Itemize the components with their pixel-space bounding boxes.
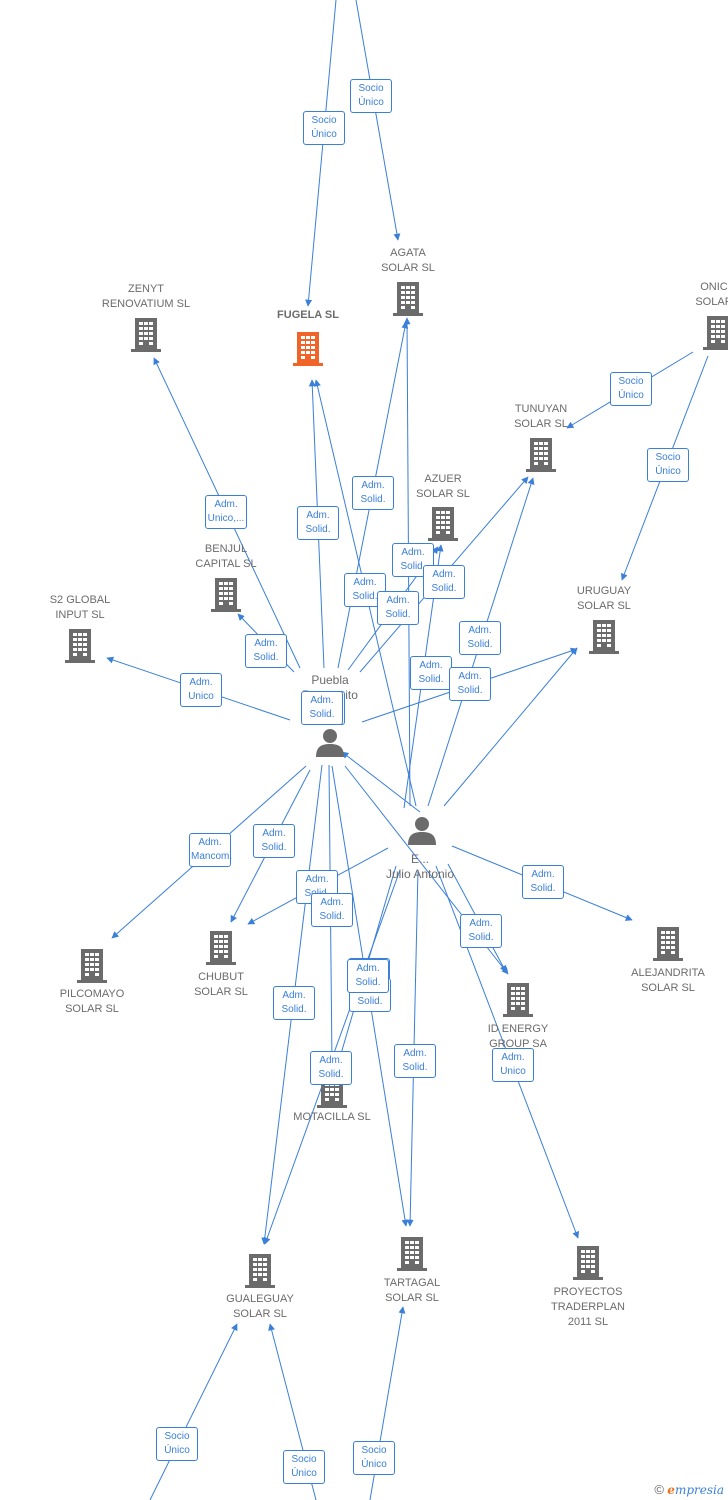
node-label-benjul[interactable]: BENJUL CAPITAL SL [195,543,257,570]
edge-label-puebla-to-s2global: Adm. Unico [180,673,222,707]
edge-label-puebla-to-fugela: Adm. Solid. [297,506,339,540]
node-label-fugela[interactable]: FUGELA SL [277,309,339,321]
building-icon-chubut[interactable] [206,931,236,965]
edge-botA-to-gualeguay [149,1323,238,1500]
node-label-motacilla[interactable]: MOTACILLA SL [293,1111,371,1123]
edge-label-julio-to-agata: Adm. Solid. [377,591,419,625]
node-label-proyectos[interactable]: PROYECTOS TRADERPLAN 2011 SL [551,1286,625,1328]
node-label-s2global[interactable]: S2 GLOBAL INPUT SL [49,594,111,621]
edge-julio-to-puebla [341,751,421,813]
node-label-alejandrita[interactable]: ALEJANDRITA SOLAR SL [631,967,705,994]
empresia-logo[interactable]: empresia [667,1483,724,1497]
edges-layer [106,0,709,1500]
edge-label-julio-to-tartagal: Adm. Solid. [394,1044,436,1078]
edge-topB-to-agata [355,0,401,241]
building-icon-uruguay[interactable] [589,620,619,654]
edge-label-julio-to-gualeguay: Adm. Solid. [311,893,353,927]
building-icon-benjul[interactable] [211,578,241,612]
edge-label-puebla-to-chubut: Adm. Solid. [253,824,295,858]
copyright-symbol: © [654,1482,664,1497]
node-label-azuer[interactable]: AZUER SOLAR SL [416,473,470,500]
nodes-layer [65,282,728,1288]
edge-julio-to-uruguay [443,647,578,807]
edge-label-julio-to-alejandrita: Adm. Solid. [522,865,564,899]
building-icon-tartagal[interactable] [397,1237,427,1271]
edge-label-botA-to-gualeguay: Socio Único [156,1427,198,1461]
edge-label-puebla-to-agata: Adm. Solid. [352,476,394,510]
building-icon-azuer[interactable] [428,507,458,541]
building-icon-onic[interactable] [703,316,728,350]
edge-label-julio-to-idenergy: Adm. Solid. [460,914,502,948]
edge-label-botC-to-tartagal: Socio Único [353,1441,395,1475]
edge-label-puebla-to-pilcomayo: Adm. Mancom. [189,833,232,867]
building-icon-alejandrita[interactable] [653,927,683,961]
edge-label-topA-to-fugela: Socio Único [303,111,345,145]
edge-label-julio-to-fugela: Adm. Solid. [410,656,452,690]
edge-label-puebla-to-motacilla: Adm. Solid. [310,1051,352,1085]
node-label-chubut[interactable]: CHUBUT SOLAR SL [194,971,248,998]
node-label-gualeguay[interactable]: GUALEGUAY SOLAR SL [226,1293,294,1320]
edge-label-puebla-to-zenyt: Adm. Unico,... [205,495,247,529]
edge-label-julio-to-uruguay: Adm. Solid. [449,667,491,701]
edge-label-puebla-to-tartagal: Adm. Solid. [347,959,389,993]
building-icon-s2global[interactable] [65,629,95,663]
node-label-tartagal[interactable]: TARTAGAL SOLAR SL [383,1277,441,1304]
edge-topA-to-fugela [305,0,337,307]
edge-label-puebla-to-gualeguay: Adm. Solid. [273,986,315,1020]
building-icon-gualeguay[interactable] [245,1254,275,1288]
edge-label-julio-to-proyectos: Adm. Unico [492,1048,534,1082]
building-icon-tunuyan[interactable] [526,438,556,472]
node-label-tunuyan[interactable]: TUNUYAN SOLAR SL [514,403,568,430]
node-label-pilcomayo[interactable]: PILCOMAYO SOLAR SL [59,988,125,1015]
building-icon-zenyt[interactable] [131,318,161,352]
building-icon-agata[interactable] [393,282,423,316]
node-label-agata[interactable]: AGATA SOLAR SL [381,247,435,274]
person-icon-puebla[interactable] [316,729,344,757]
node-label-zenyt[interactable]: ZENYT RENOVATIUM SL [101,283,191,310]
building-icon-idenergy[interactable] [503,983,533,1017]
edge-label-onic-to-uruguay: Socio Único [647,448,689,482]
edge-label-puebla-to-tunuyan: Adm. Solid. [423,565,465,599]
node-label-onic[interactable]: ONIC SOLAR [695,281,728,308]
edge-label-botB-to-gualeguay: Socio Único [283,1450,325,1484]
edge-label-topB-to-agata: Socio Único [350,79,392,113]
edge-label-puebla-to-benjul: Adm. Solid. [245,634,287,668]
edge-label-julio-to-puebla: Adm. Solid. [301,691,343,725]
node-label-uruguay[interactable]: URUGUAY SOLAR SL [576,585,632,612]
building-icon-fugela[interactable] [293,332,323,366]
node-label-idenergy[interactable]: ID ENERGY GROUP SA [487,1023,549,1050]
person-icon-julio[interactable] [408,817,436,845]
edge-label-julio-to-tunuyan: Adm. Solid. [459,621,501,655]
node-label-julio[interactable]: E... Julio Antonio [385,852,455,881]
building-icon-pilcomayo[interactable] [77,949,107,983]
empresia-footer: © empresia [654,1482,724,1497]
building-icon-proyectos[interactable] [573,1246,603,1280]
edge-label-onic-to-tunuyan: Socio Único [610,372,652,406]
